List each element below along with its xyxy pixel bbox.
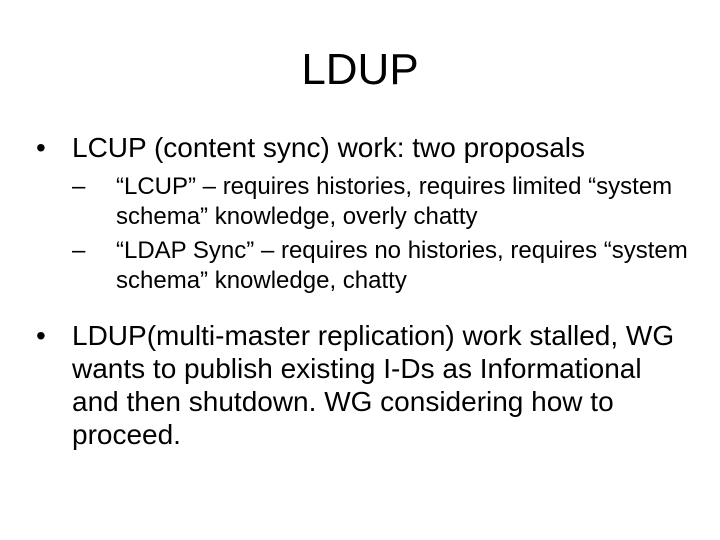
sub-bullet-text: “LCUP” – requires histories, requires li…	[116, 173, 673, 230]
dash-marker: –	[72, 173, 86, 200]
bullet-item: • LCUP (content sync) work: two proposal…	[36, 131, 696, 164]
sub-bullet-item: – “LDAP Sync” – requires no histories, r…	[36, 236, 696, 296]
dash-marker: –	[72, 237, 86, 264]
sub-bullet-list: – “LCUP” – requires histories, requires …	[36, 172, 696, 296]
bullet-item: • LDUP(multi-master replication) work st…	[36, 319, 696, 451]
bullet-text: LDUP(multi-master replication) work stal…	[72, 320, 675, 450]
slide-body: • LCUP (content sync) work: two proposal…	[36, 131, 696, 451]
sub-bullet-item: – “LCUP” – requires histories, requires …	[36, 172, 696, 232]
bullet-marker: •	[36, 132, 46, 163]
bullet-marker: •	[36, 320, 46, 351]
slide-title: LDUP	[301, 45, 419, 94]
bullet-text: LCUP (content sync) work: two proposals	[72, 132, 586, 163]
sub-bullet-text: “LDAP Sync” – requires no histories, req…	[116, 237, 688, 294]
